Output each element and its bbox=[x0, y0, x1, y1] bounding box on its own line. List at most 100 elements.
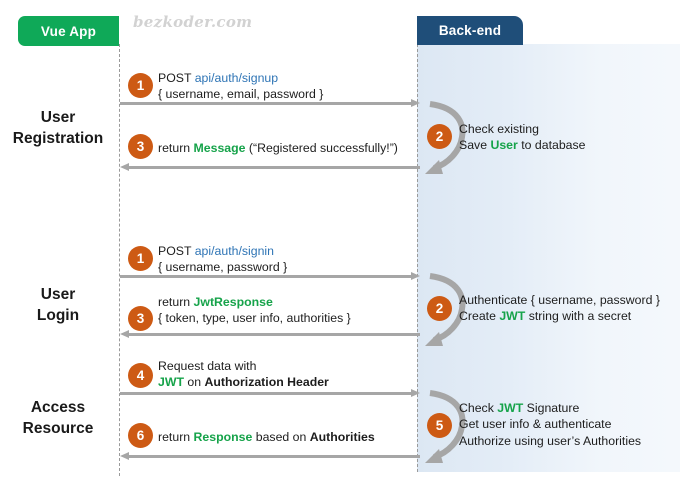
step-circle-4-request-data: 4 bbox=[128, 363, 153, 388]
step-text-line: return Response based on Authorities bbox=[158, 429, 375, 445]
step-text-5-check-signature: Check JWT Signature Get user info & auth… bbox=[459, 400, 641, 449]
text-run: Authenticate { username, password } bbox=[459, 293, 660, 307]
section-label-line2: Resource bbox=[22, 419, 94, 437]
section-label-user-login: User Login bbox=[2, 285, 114, 327]
text-run: Authorization Header bbox=[204, 375, 329, 390]
vue-app-header: Vue App bbox=[18, 16, 119, 46]
text-run: api/auth/signin bbox=[194, 244, 274, 258]
text-run: Request data with bbox=[158, 359, 257, 373]
arrow-resource-request bbox=[120, 389, 420, 397]
section-label-line1: Access bbox=[30, 399, 86, 416]
text-run: User bbox=[490, 138, 518, 153]
section-label-line1: User bbox=[40, 286, 76, 303]
self-loop-arrow-2-authenticate bbox=[420, 268, 468, 355]
step-circle-1-signin: 1 bbox=[128, 246, 153, 271]
text-run: based on bbox=[252, 430, 310, 444]
step-text-line: POST api/auth/signup bbox=[158, 70, 323, 86]
step-text-2-authenticate: Authenticate { username, password } Crea… bbox=[459, 292, 660, 325]
text-run: Response bbox=[193, 430, 253, 444]
step-text-6-return-response: return Response based on Authorities bbox=[158, 429, 375, 445]
backend-lifeline bbox=[417, 44, 418, 472]
text-run: on bbox=[183, 375, 205, 390]
step-text-line: Get user info & authenticate bbox=[459, 416, 641, 432]
arrow-shaft bbox=[128, 166, 420, 169]
step-text-line: POST api/auth/signin bbox=[158, 243, 287, 259]
text-run: api/auth/signup bbox=[194, 71, 279, 85]
text-run: Create bbox=[459, 309, 500, 324]
step-text-1-signup: POST api/auth/signup { username, email, … bbox=[158, 70, 323, 103]
step-text-line: Authorize using user’s Authorities bbox=[459, 433, 641, 449]
text-run: Signature bbox=[523, 401, 580, 415]
arrow-shaft bbox=[128, 333, 420, 336]
step-text-line: Create JWT string with a secret bbox=[459, 308, 660, 324]
arrow-head bbox=[120, 452, 129, 460]
arrow-shaft bbox=[120, 392, 412, 395]
step-circle-2-authenticate: 2 bbox=[427, 296, 452, 321]
step-text-3-return-message: return Message (“Registered successfully… bbox=[158, 140, 398, 156]
self-loop-arrow-2-check-save bbox=[420, 96, 468, 183]
arrow-signup-request bbox=[120, 99, 420, 107]
step-text-line: { username, email, password } bbox=[158, 86, 323, 102]
step-text-2-check-save: Check existing Save User to database bbox=[459, 121, 586, 154]
section-label-access-resource: Access Resource bbox=[2, 398, 114, 440]
vue-app-lifeline bbox=[119, 44, 120, 476]
arrow-head bbox=[411, 272, 420, 280]
arrow-resource-return bbox=[120, 452, 420, 460]
step-text-line: Save User to database bbox=[459, 137, 586, 153]
arrow-head bbox=[411, 99, 420, 107]
arrow-shaft bbox=[120, 102, 412, 105]
text-run: return bbox=[158, 295, 194, 309]
arrow-shaft bbox=[128, 455, 420, 458]
step-text-line: Request data with bbox=[158, 358, 329, 374]
step-circle-1-signup: 1 bbox=[128, 73, 153, 98]
text-run: return bbox=[158, 430, 194, 444]
step-text-line: Check existing bbox=[459, 121, 586, 137]
step-circle-3-return-message: 3 bbox=[128, 134, 153, 159]
text-run: { token, type, user info, authorities } bbox=[158, 311, 351, 326]
section-label-line2: Registration bbox=[12, 129, 104, 147]
step-text-line: { token, type, user info, authorities } bbox=[158, 310, 351, 326]
text-run: JWT bbox=[497, 401, 524, 415]
step-text-1-signin: POST api/auth/signin { username, passwor… bbox=[158, 243, 287, 276]
text-run: Authorities bbox=[309, 430, 375, 444]
text-run: string with a secret bbox=[525, 309, 632, 324]
step-circle-2-check-save: 2 bbox=[427, 124, 452, 149]
step-text-line: JWT on Authorization Header bbox=[158, 374, 329, 390]
text-run: Get user info & authenticate bbox=[459, 417, 612, 432]
section-label-line1: User bbox=[40, 109, 76, 126]
arrow-signin-request bbox=[120, 272, 420, 280]
step-text-line: Check JWT Signature bbox=[459, 400, 641, 416]
text-run: JwtResponse bbox=[193, 295, 273, 309]
self-loop-arrow-5-check-signature bbox=[420, 385, 468, 472]
watermark: bezkoder.com bbox=[133, 13, 253, 31]
text-run: return bbox=[158, 141, 194, 155]
text-run: JWT bbox=[158, 375, 184, 390]
arrow-head bbox=[411, 389, 420, 397]
backend-header: Back-end bbox=[417, 16, 523, 45]
text-run: { username, email, password } bbox=[158, 87, 324, 102]
step-circle-5-check-signature: 5 bbox=[427, 413, 452, 438]
step-text-line: Authenticate { username, password } bbox=[459, 292, 660, 308]
backend-lane-panel bbox=[417, 44, 680, 472]
section-label-line2: Login bbox=[36, 306, 80, 324]
text-run: Authorize using user’s Authorities bbox=[459, 433, 642, 448]
arrow-head bbox=[120, 163, 129, 171]
text-run: { username, password } bbox=[158, 260, 288, 275]
text-run: JWT bbox=[499, 309, 526, 324]
arrow-shaft bbox=[120, 275, 412, 278]
arrow-register-return bbox=[120, 163, 420, 171]
step-text-line: return Message (“Registered successfully… bbox=[158, 140, 398, 156]
arrow-jwtresponse-return bbox=[120, 330, 420, 338]
step-circle-3-jwtresponse: 3 bbox=[128, 306, 153, 331]
text-run: (“Registered successfully!”) bbox=[245, 141, 398, 155]
text-run: POST bbox=[158, 71, 195, 85]
text-run: Message bbox=[193, 141, 246, 155]
step-text-line: return JwtResponse bbox=[158, 294, 351, 310]
step-text-line: { username, password } bbox=[158, 259, 287, 275]
text-run: POST bbox=[158, 244, 195, 258]
step-text-3-jwtresponse: return JwtResponse { token, type, user i… bbox=[158, 294, 351, 327]
step-text-4-request-data: Request data with JWT on Authorization H… bbox=[158, 358, 329, 391]
backend-header-label: Back-end bbox=[438, 23, 502, 38]
step-circle-6-return-response: 6 bbox=[128, 423, 153, 448]
